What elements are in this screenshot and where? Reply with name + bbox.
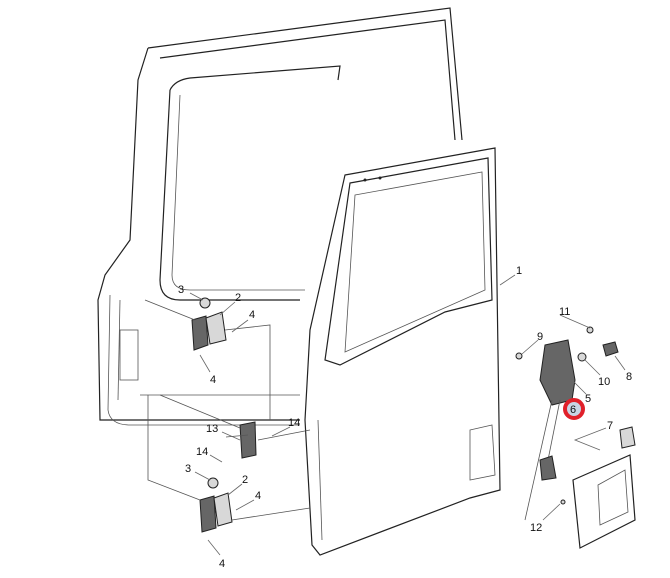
upper-hinge [144, 297, 271, 420]
callout-4-lower[interactable]: 4 [219, 558, 225, 570]
callout-4-upper-right[interactable]: 4 [249, 309, 255, 321]
door-check-strap [159, 394, 311, 459]
callout-7[interactable]: 7 [607, 420, 613, 432]
callout-3-lower[interactable]: 3 [185, 463, 191, 475]
callout-14-right[interactable]: 14 [288, 417, 300, 429]
lower-hinge [147, 395, 311, 533]
callout-11[interactable]: 11 [559, 306, 570, 318]
callout-3-upper[interactable]: 3 [178, 284, 184, 296]
callout-8[interactable]: 8 [626, 371, 632, 383]
callout-4-upper-lower[interactable]: 4 [210, 374, 216, 386]
callout-1[interactable]: 1 [516, 265, 522, 277]
callout-6[interactable]: 6 [570, 404, 576, 416]
callout-2-lower[interactable]: 2 [242, 474, 248, 486]
callout-4-lower-right[interactable]: 4 [255, 490, 261, 502]
leader-lines [189, 274, 626, 556]
callout-13[interactable]: 13 [206, 423, 218, 435]
callout-14-left[interactable]: 14 [196, 446, 208, 458]
door-panel [304, 147, 501, 556]
callout-10[interactable]: 10 [598, 376, 610, 388]
callout-2-upper[interactable]: 2 [235, 292, 241, 304]
callout-12[interactable]: 12 [530, 522, 542, 534]
callout-9[interactable]: 9 [537, 331, 543, 343]
cab-frame [97, 7, 463, 426]
callout-5[interactable]: 5 [585, 393, 591, 405]
highlighted-callout-6[interactable] [563, 398, 585, 420]
door-lock-assembly [515, 326, 636, 549]
